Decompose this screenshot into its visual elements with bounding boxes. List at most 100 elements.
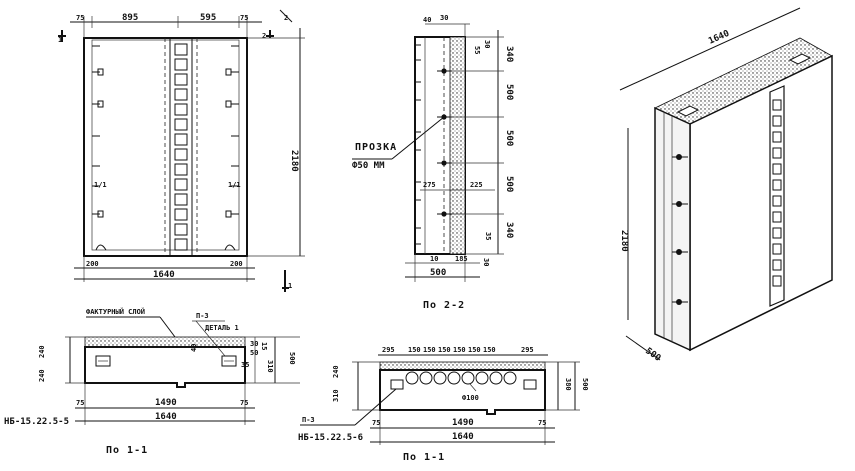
section-left-dim-bottom-1: 75 [76,399,84,407]
front-anchor-label-left: 1/1 [94,181,107,189]
section-right-detail-right [523,379,537,390]
section-right-dim-top-1: 295 [382,346,395,354]
section-mark-right-top [266,30,274,38]
side-dim-bottom-right-1: 30 [482,258,490,266]
front-dim-top-4: 75 [240,14,248,22]
iso-groove-blocks [772,99,782,287]
section-right-dim-left-1: 240 [332,365,340,378]
section-mark-left-top [58,30,66,42]
front-dim-top-2: 895 [122,13,138,23]
section-left-detail-right [221,355,237,367]
section-right-dim-bottom-2: 1490 [452,418,474,428]
section-right-dim-bottom-1: 75 [372,419,380,427]
side-inner-dim-2: 225 [470,181,483,189]
center-blocks [174,43,188,251]
front-section-mark-2: 2 [262,32,266,40]
groove-leader [391,116,445,160]
iso-depth-dim [625,335,661,361]
side-dim-bottom-3: 500 [430,268,446,278]
iso-length-dim [619,7,801,91]
front-dim-top-1: 75 [76,14,84,22]
section-right-caption: По 1-1 [403,452,445,463]
front-dim-bottom-left: 200 [86,260,99,268]
side-view: 40 30 55 30 340 500 500 500 340 ПРОЗКА Ф… [352,14,514,311]
section-left: ФАКТУРНЫЙ СЛОЙ П-3 ДЕТАЛЬ 1 40 30 50 15 … [4,307,300,456]
front-view: 1/1 1/1 75 895 595 75 1 2 2 1 2180 200 2… [58,9,305,292]
iso-dim-height: 2180 [619,230,629,252]
section-right-holes [405,371,517,385]
side-dim-right-5: 340 [504,222,514,238]
iso-groove-marks [672,154,688,305]
section-right-dim-right-1: 380 [564,378,572,391]
side-insulation-layer [449,36,466,255]
side-dim-right-2: 500 [504,84,514,100]
section-left-mark: НБ-15.22.5-5 [4,417,69,427]
section-left-finish-layer [84,336,246,348]
section-right-dim-left-2: 310 [332,389,340,402]
section-right-dim-top-3: 150 [423,346,436,354]
section-left-dim-right-2: 50 [250,349,258,357]
section-right-mark: НБ-15.22.5-6 [298,433,363,443]
section-right: 295 150 150 150 150 150 150 295 Ф100 240… [298,346,589,463]
section-left-dim-right-6: 35 [241,361,249,369]
side-dim-right-3: 500 [504,130,514,146]
section-right-body [379,369,546,415]
section-left-dim-right-3: 15 [260,342,268,350]
section-left-dim-left-1: 240 [38,345,46,358]
front-dim-bottom-total: 1640 [153,270,175,280]
front-anchor-label-right: 1/1 [228,181,241,189]
side-dim-right-4: 500 [504,176,514,192]
section-left-dim-total: 1640 [155,412,177,422]
groove-label: ПРОЗКА [355,142,397,153]
side-dim-top-3: 55 [473,46,481,54]
section-left-small-dim: 40 [190,344,198,352]
side-dim-right-1: 340 [504,46,514,62]
section-left-detail-left [95,355,111,367]
front-section-mark-1: 1 [58,36,62,44]
side-caption: По 2-2 [423,300,465,311]
section-right-dim-total: 1640 [452,432,474,442]
section-left-caption: По 1-1 [106,445,148,456]
side-inner-dim-1: 275 [423,181,436,189]
layer-label: ФАКТУРНЫЙ СЛОЙ [86,307,145,316]
section-right-dim-top-2: 150 [408,346,421,354]
section-right-finish-layer [379,361,546,371]
section-right-detail-left [390,379,404,390]
front-dim-top-3: 595 [200,13,216,23]
section-left-dim-right-4: 310 [266,360,274,373]
side-dim-bottom-1: 10 [430,255,438,263]
side-dim-top-4: 30 [483,40,491,48]
anchor-marks [92,45,239,251]
section-right-dim-top-6: 150 [468,346,481,354]
front-section-mark-4: 1 [288,282,292,290]
section-right-dim-right-2: 500 [581,378,589,391]
section-right-hole-label: Ф100 [462,394,479,402]
side-dim-bottom-right-2: 35 [484,232,492,240]
section-left-dim-right-1: 30 [250,340,258,348]
section-right-detail-label: П-3 [302,416,315,424]
iso-view: 1640 2180 500 [619,7,833,364]
front-dim-bottom-right: 200 [230,260,243,268]
side-groove-marks [437,68,452,217]
section-right-dim-bottom-3: 75 [538,419,546,427]
section-mark-bottom [282,270,289,292]
section-right-dim-top-8: 295 [521,346,534,354]
iso-side-face [654,106,691,352]
iso-dim-depth: 500 [643,346,662,364]
section-left-detail-label: П-3 [196,312,209,320]
side-dim-bottom-2: 185 [455,255,468,263]
front-dim-height: 2180 [289,150,299,172]
side-dim-top-1: 40 [423,16,431,24]
iso-dim-length: 1640 [707,29,731,47]
section-right-dim-top-7: 150 [483,346,496,354]
groove-size: Ф50 ММ [352,161,385,171]
section-left-detail-label2: ДЕТАЛЬ 1 [205,324,239,332]
section-left-dim-right-5: 500 [288,352,296,365]
front-section-mark-3: 2 [284,14,288,22]
section-right-dim-top-5: 150 [453,346,466,354]
center-strip [169,37,193,257]
section-left-dim-bottom-3: 75 [240,399,248,407]
section-left-dim-left-2: 240 [38,369,46,382]
